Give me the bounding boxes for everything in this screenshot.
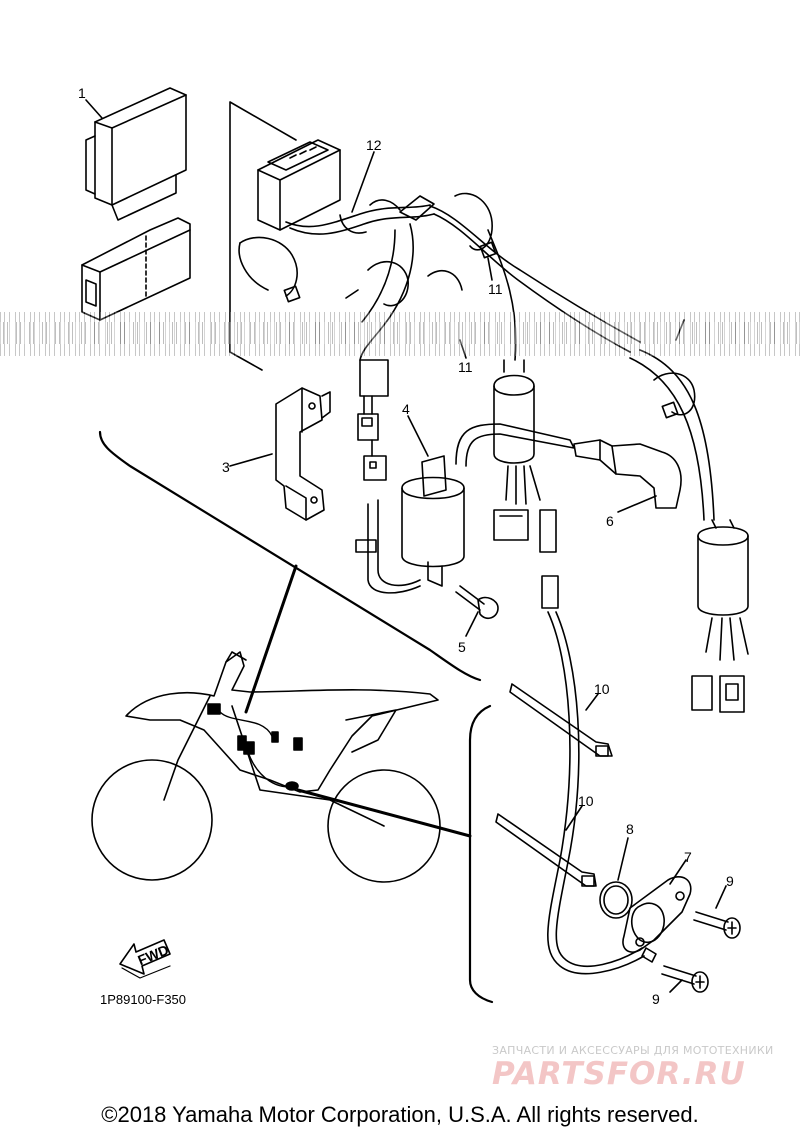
wire-harness bbox=[238, 192, 641, 361]
label-part-10-top: 10 bbox=[594, 681, 610, 697]
label-part-6: 6 bbox=[606, 513, 614, 529]
label-part-10-bottom: 10 bbox=[578, 793, 594, 809]
motorcycle-outline bbox=[91, 651, 441, 883]
ecu-unit bbox=[85, 87, 187, 221]
label-part-9-lower: 9 bbox=[652, 991, 660, 1007]
bolt bbox=[455, 585, 499, 620]
detail-bracket-bottom bbox=[468, 704, 494, 1004]
label-part-7: 7 bbox=[684, 849, 692, 865]
right-lead bbox=[629, 349, 749, 713]
label-part-5: 5 bbox=[458, 639, 466, 655]
coil-connectors bbox=[357, 359, 389, 481]
label-part-12: 12 bbox=[366, 137, 382, 153]
pickup-sensor bbox=[622, 876, 692, 963]
watermark-tagline: ЗАПЧАСТИ И АКСЕССУАРЫ ДЛЯ МОТОТЕХНИКИ bbox=[492, 1044, 774, 1057]
cdi-unit bbox=[493, 359, 559, 609]
zoom-line-upper bbox=[244, 564, 298, 714]
o-ring bbox=[599, 881, 633, 919]
fwd-label: FWD bbox=[135, 941, 171, 968]
label-part-9-upper: 9 bbox=[726, 873, 734, 889]
scan-noise-band-inner bbox=[0, 322, 800, 344]
detail-bracket-top bbox=[98, 430, 482, 682]
ignition-coil bbox=[355, 423, 575, 594]
label-part-8: 8 bbox=[626, 821, 634, 837]
label-part-4: 4 bbox=[402, 401, 410, 417]
zoom-line-lower bbox=[296, 788, 472, 838]
fwd-arrow-icon bbox=[119, 939, 171, 979]
label-part-11-top: 11 bbox=[488, 281, 503, 297]
label-part-11-mid: 11 bbox=[458, 359, 473, 375]
label-part-3: 3 bbox=[222, 459, 230, 475]
screw-upper bbox=[693, 911, 741, 939]
watermark-logo: PARTSFOR.RU bbox=[492, 1056, 746, 1092]
spark-plug-cap bbox=[573, 439, 682, 509]
pickup-lead bbox=[547, 611, 645, 975]
copyright-notice: ©2018 Yamaha Motor Corporation, U.S.A. A… bbox=[101, 1102, 699, 1127]
panel-outline bbox=[229, 101, 297, 371]
label-part-1: 1 bbox=[78, 85, 86, 101]
cable-tie-lower bbox=[495, 683, 613, 887]
diagram-code: 1P89100-F350 bbox=[100, 992, 186, 1007]
ecu-holder bbox=[81, 217, 191, 321]
coil-bracket bbox=[275, 387, 331, 521]
scan-noise-band bbox=[0, 312, 800, 356]
cable-tie-upper bbox=[283, 241, 497, 307]
screw-lower bbox=[661, 965, 709, 993]
harness-connector bbox=[257, 139, 341, 231]
